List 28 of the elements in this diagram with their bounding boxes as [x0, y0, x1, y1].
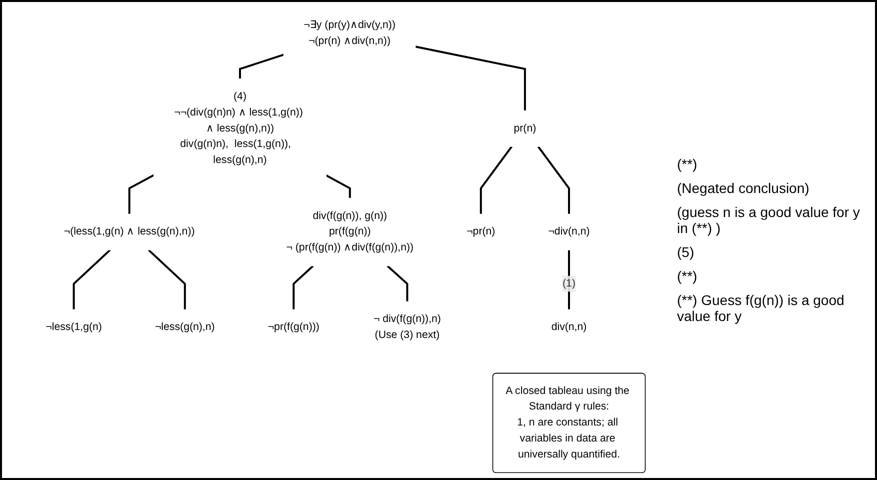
- node-text: ¬less(1,g(n): [46, 322, 102, 333]
- connector: [72, 249, 111, 310]
- annotation-text: (**): [677, 156, 698, 172]
- connector: [326, 174, 351, 198]
- node-text: div(f(g(n)), g(n)) pr(f(g(n)) ¬ (pr(f(g(n)) ∧div(f(g(n)),n)): [286, 210, 414, 254]
- node-text: ¬less(g(n),n): [154, 322, 215, 333]
- node-text: pr(n): [514, 122, 536, 134]
- annotation-text: (**) Guess f(g(n)) is a good value for y: [677, 292, 846, 324]
- edge-label: (1): [562, 278, 576, 290]
- node-text: ¬ div(f(g(n)),n) (Use (3) next): [373, 314, 441, 341]
- node-text: div(n,n): [551, 322, 587, 333]
- connector: [480, 146, 513, 214]
- annotation-text: (5): [677, 244, 696, 260]
- node-text: ¬∃y (pr(y)∧div(y,n)) ¬(pr(n) ∧div(n,n)): [304, 19, 396, 46]
- annotation-text: (Negated conclusion): [677, 180, 810, 196]
- connector: [148, 249, 186, 310]
- connector: [386, 265, 408, 302]
- annotation-text: (**): [677, 268, 698, 284]
- connector: [292, 265, 314, 310]
- node-text: ¬div(n,n): [548, 226, 590, 238]
- connector: [537, 146, 570, 214]
- annotation-text: (guess n is a good value for y in (**) ): [677, 204, 861, 236]
- node-text: ¬pr(f(g(n))): [268, 322, 320, 333]
- node-text: (4) ¬¬(div(g(n)n) ∧ less(1,g(n)) ∧ less(g(n),n)) div(g(n)n), less(1,g(n)), less(g(n),n): [174, 90, 303, 166]
- node-text: ¬pr(n): [466, 226, 496, 238]
- connector: [239, 54, 284, 79]
- node-text: ¬(less(1,g(n) ∧ less(g(n),n)): [64, 226, 195, 238]
- connector: [415, 46, 526, 111]
